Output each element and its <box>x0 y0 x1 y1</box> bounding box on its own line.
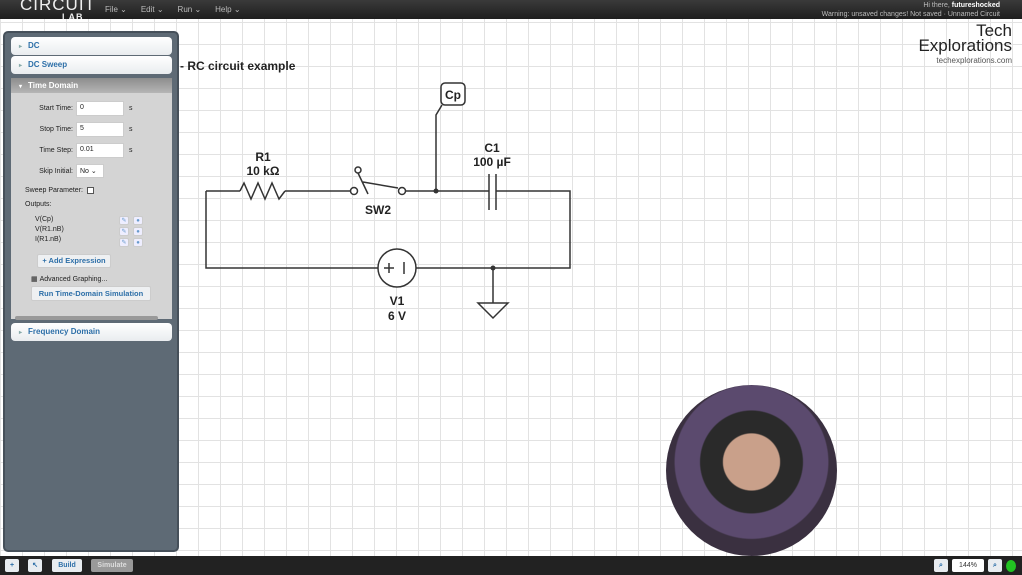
sweep-parameter-label: Sweep Parameter: <box>25 187 83 194</box>
output-item: I(R1.nB) <box>35 236 62 243</box>
v1-value: 6 V <box>388 309 406 323</box>
skip-initial-label: Skip Initial: <box>39 167 73 175</box>
skip-initial-select[interactable]: No ⌄ <box>76 164 104 178</box>
start-time-label: Start Time: <box>39 105 73 112</box>
menu-bar: File ⌄ Edit ⌄ Run ⌄ Help ⌄ <box>105 5 241 14</box>
switch-terminal <box>349 186 359 196</box>
accordion-frequency-domain[interactable]: ▸Frequency Domain <box>11 323 172 341</box>
stop-time-label: Stop Time: <box>39 126 73 133</box>
table-icon: ▦ <box>31 276 40 283</box>
circuit-title: - RC circuit example <box>180 59 296 73</box>
edit-icon[interactable]: ✎ <box>119 216 129 225</box>
junction <box>433 188 439 194</box>
zoom-level[interactable]: 144% <box>952 559 984 572</box>
output-item: V(R1.nB) <box>35 226 64 233</box>
user-status: Hi there, futureshocked Warning: unsaved… <box>822 1 1000 19</box>
sw2-label: SW2 <box>365 203 391 217</box>
zoom-in-icon[interactable]: ⌕ <box>988 559 1002 572</box>
output-item: V(Cp) <box>35 216 54 223</box>
build-tab[interactable]: Build <box>52 559 82 572</box>
ground-symbol <box>476 268 510 320</box>
switch-sw2 <box>357 172 399 195</box>
sweep-parameter-checkbox[interactable] <box>86 187 94 194</box>
r1-label: R1 <box>255 150 271 164</box>
probe-cp-box <box>440 82 466 106</box>
outputs-label: Outputs: <box>25 201 52 208</box>
username[interactable]: futureshocked <box>951 2 1000 9</box>
zoom-out-icon[interactable]: ⌕ <box>934 559 948 572</box>
unsaved-warning: Warning: unsaved changes! Not saved · Un… <box>821 11 1000 18</box>
remove-icon[interactable]: ● <box>133 216 143 225</box>
time-step-label: Time Step: <box>39 147 73 154</box>
resistor-r1 <box>239 181 286 201</box>
remove-icon[interactable]: ● <box>133 238 143 247</box>
stop-time-input[interactable]: 5 <box>76 122 124 137</box>
connection-status-indicator <box>1006 560 1016 572</box>
accordion-dc[interactable]: ▸DC <box>11 37 172 55</box>
remove-icon[interactable]: ● <box>133 227 143 236</box>
wire <box>205 190 571 269</box>
add-expression-button[interactable]: + Add Expression <box>37 254 111 268</box>
edit-icon[interactable]: ✎ <box>119 227 129 236</box>
menu-file[interactable]: File ⌄ <box>105 5 127 14</box>
bottom-toolbar: + ↖ Build Simulate ⌕ 144% ⌕ <box>0 556 1022 575</box>
advanced-graphing-link[interactable]: ▦ Advanced Graphing... <box>31 275 108 284</box>
accordion-dc-sweep[interactable]: ▸DC Sweep <box>11 56 172 74</box>
c1-label: C1 <box>484 141 500 155</box>
webcam-overlay <box>666 385 837 556</box>
v1-label: V1 <box>390 294 405 308</box>
switch-terminal <box>397 186 407 196</box>
run-simulation-button[interactable]: Run Time-Domain Simulation <box>31 286 151 301</box>
menu-run[interactable]: Run ⌄ <box>177 5 202 14</box>
simulate-tab[interactable]: Simulate <box>91 559 133 572</box>
menu-edit[interactable]: Edit ⌄ <box>140 5 164 14</box>
voltage-source-v1 <box>377 248 417 288</box>
accordion-time-domain[interactable]: ▾Time Domain <box>11 78 172 93</box>
pointer-icon[interactable]: ↖ <box>28 559 42 572</box>
start-time-input[interactable]: 0 <box>76 101 124 116</box>
r1-value: 10 kΩ <box>247 164 280 178</box>
capacitor-c1 <box>488 174 497 210</box>
add-icon[interactable]: + <box>5 559 19 572</box>
edit-icon[interactable]: ✎ <box>119 238 129 247</box>
junction <box>490 265 496 271</box>
menu-help[interactable]: Help ⌄ <box>215 5 241 14</box>
greeting: Hi there, <box>923 2 952 9</box>
c1-value: 100 µF <box>473 155 511 169</box>
horizontal-scrollbar[interactable] <box>15 316 158 320</box>
probe-label[interactable]: Cp <box>445 88 461 102</box>
time-step-input[interactable]: 0.01 <box>76 143 124 158</box>
probe-wire <box>435 104 443 191</box>
switch-control <box>354 166 362 174</box>
